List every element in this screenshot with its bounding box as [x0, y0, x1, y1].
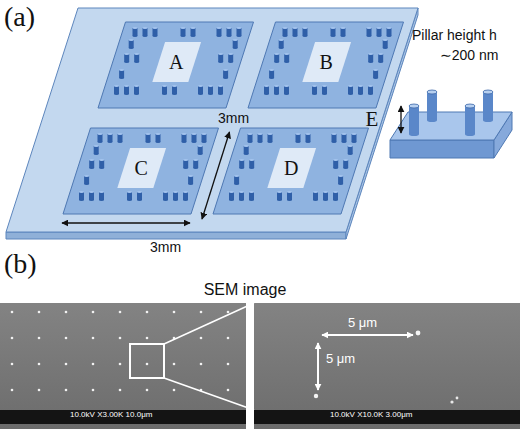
- sem-info-bar: [254, 410, 520, 424]
- sem-image-high: [254, 303, 520, 429]
- pillar-dot: [314, 394, 318, 398]
- outline-face: [98, 22, 254, 108]
- outline-face: [6, 232, 346, 239]
- pillar-array: [114, 27, 242, 95]
- pillar-array: [79, 133, 207, 201]
- pillar-dot: [416, 331, 421, 336]
- outline-face: [248, 22, 404, 108]
- region-letter: E: [366, 108, 379, 131]
- pillar-height-value: ∼200 nm: [440, 48, 498, 63]
- dimension-arrow: [202, 132, 230, 219]
- sem-image-low: [0, 303, 246, 429]
- dimension-label: 3mm: [150, 240, 181, 255]
- zoom-line: [164, 378, 254, 410]
- scale-label: 5 μm: [348, 316, 377, 330]
- outline-face: [117, 148, 166, 188]
- sem-title: SEM image: [204, 281, 287, 299]
- panel-label: (a): [4, 2, 35, 33]
- region-letter: D: [284, 157, 298, 179]
- outline-face: [213, 128, 369, 214]
- scale-arrow: [317, 343, 319, 390]
- region-letter: B: [320, 51, 333, 73]
- outline-face: [267, 148, 316, 188]
- outline-face: [6, 8, 418, 232]
- pillar-dot: [456, 397, 459, 400]
- sem-info-text: 10.0kV X10.0K 3.00μm: [330, 411, 412, 420]
- outline-face: [152, 42, 201, 82]
- pillar-height-label: Pillar height h: [412, 28, 497, 43]
- outline-face: [302, 42, 351, 82]
- pillar-dot: [450, 400, 453, 403]
- substrate-plate: E A B C D: [6, 8, 418, 246]
- outline-face: [63, 128, 219, 214]
- sem-images: [0, 303, 520, 429]
- sem-info-text: 10.0kV X3.00K 10.0μm: [70, 411, 152, 420]
- scale-label: 5 μm: [326, 352, 355, 366]
- pillar-array: [229, 133, 357, 201]
- panel-label: (b): [4, 249, 37, 280]
- pillar: [465, 104, 475, 136]
- height-arrow: [400, 106, 401, 133]
- region-letter: C: [135, 157, 148, 179]
- pillar-block: [390, 90, 512, 158]
- region-letter: A: [169, 51, 183, 73]
- dimension-label: 3mm: [218, 111, 249, 126]
- pillar-array: [264, 27, 392, 95]
- zoom-line: [164, 303, 254, 344]
- pillar: [483, 90, 493, 122]
- sem-info-bar: [0, 410, 246, 424]
- pillar: [409, 104, 419, 136]
- dimension-arrow: [62, 222, 190, 223]
- zoom-box: [130, 344, 164, 378]
- pillar: [427, 90, 437, 122]
- scale-arrow: [322, 334, 413, 336]
